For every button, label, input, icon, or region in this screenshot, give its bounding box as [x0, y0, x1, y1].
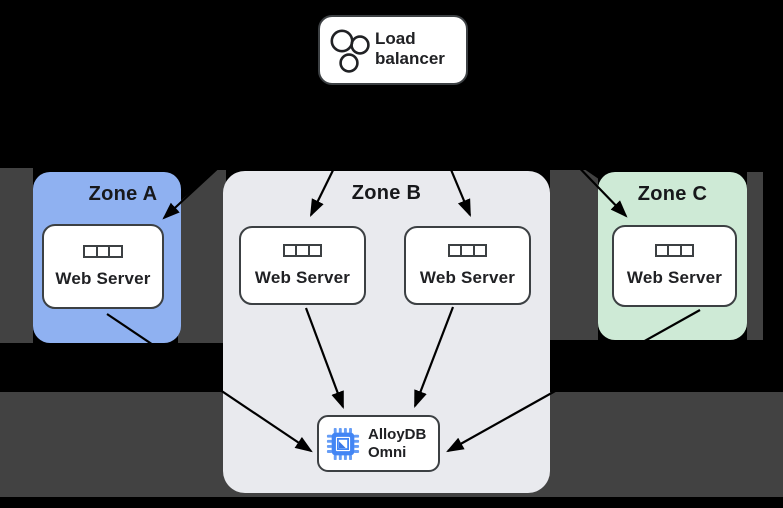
zone-a: Zone A Web Server [33, 172, 181, 343]
zone-b: Zone B Web Server Web Server [223, 171, 550, 493]
zone-a-title: Zone A [88, 183, 158, 205]
load-balancer-circles-icon [330, 29, 370, 73]
load-balancer-label: Load balancer [375, 29, 445, 68]
zone-a-web-server: Web Server [42, 224, 164, 309]
zone-c-web-server: Web Server [612, 225, 737, 307]
load-balancer-box: Load balancer [318, 15, 468, 85]
server-rack-icon [447, 243, 488, 257]
alloydb-chip-icon [326, 427, 360, 460]
web-server-label: Web Server [626, 268, 723, 287]
zone-b-web-server-1: Web Server [239, 226, 366, 305]
background-strip-right [747, 172, 763, 340]
zone-c: Zone C Web Server [598, 172, 747, 340]
web-server-label: Web Server [254, 267, 351, 287]
zone-b-web-server-2: Web Server [404, 226, 531, 305]
zone-c-title: Zone C [637, 183, 708, 205]
server-rack-icon [282, 243, 323, 257]
zone-b-title: Zone B [351, 182, 422, 204]
server-rack-icon [83, 244, 123, 258]
background-strip-left [0, 168, 33, 343]
alloydb-omni-box: AlloyDB Omni [317, 415, 440, 472]
server-rack-icon [654, 244, 695, 257]
web-server-label: Web Server [55, 268, 151, 288]
web-server-label: Web Server [419, 267, 516, 287]
background-gap-zone-b-c [550, 170, 598, 340]
alloydb-omni-label: AlloyDB Omni [368, 426, 427, 461]
